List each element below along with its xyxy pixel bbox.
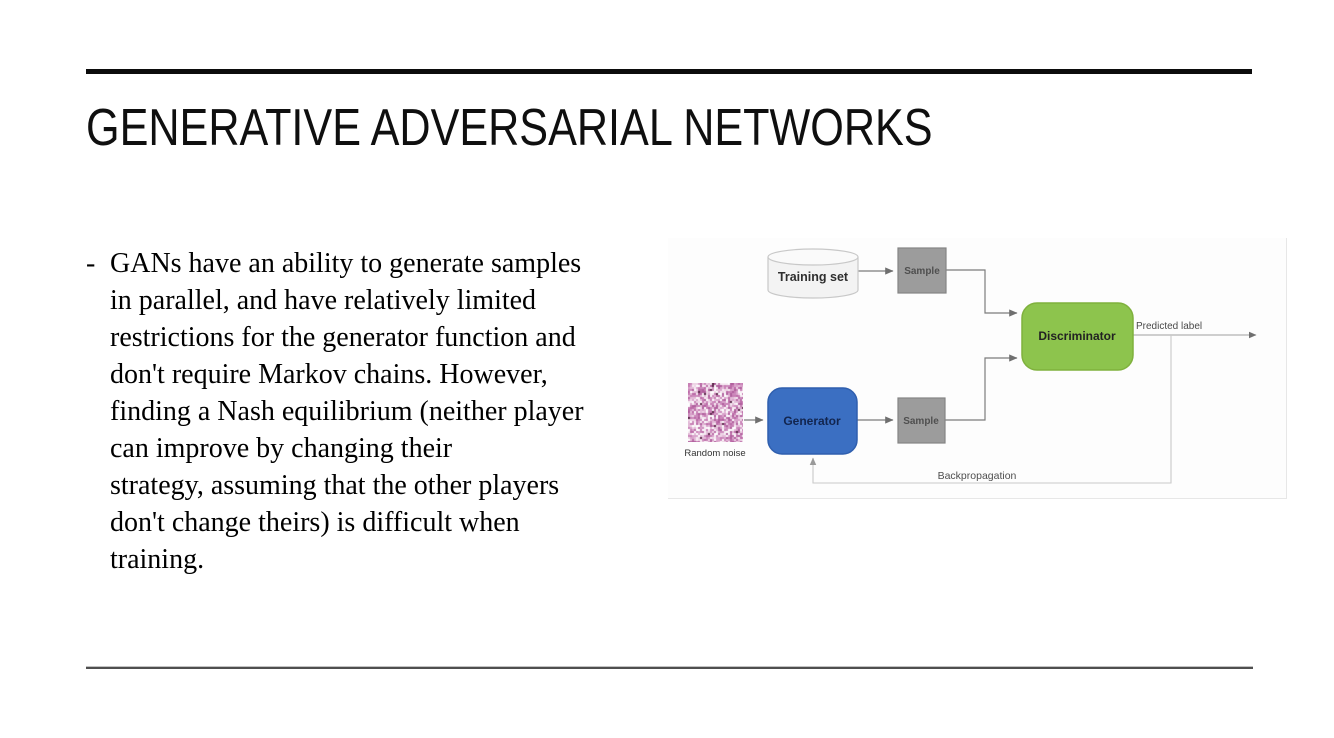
discriminator-label: Discriminator [1038,329,1116,343]
arrow-sample-to-discriminator-top [946,270,1017,313]
sample-bottom-node: Sample [898,398,945,443]
generator-label: Generator [783,414,841,428]
gan-diagram-svg: Training set Sample Discriminator Predic… [668,238,1286,498]
arrow-sample-to-discriminator-bottom [945,358,1017,420]
bullet-item: - GANs have an ability to generate sampl… [86,245,646,578]
bullet-text: GANs have an ability to generate samples… [110,245,584,578]
predicted-label-text: Predicted label [1136,321,1202,332]
discriminator-node: Discriminator [1022,303,1133,370]
title-rule [86,69,1252,74]
sample-bottom-label: Sample [903,416,939,427]
generator-node: Generator [768,388,857,454]
training-set-label: Training set [778,270,849,284]
backpropagation-label: Backpropagation [938,470,1017,482]
sample-top-label: Sample [904,266,940,277]
slide-title: GENERATIVE ADVERSARIAL NETWORKS [86,100,933,157]
footer-rule [86,666,1253,669]
gan-diagram: Training set Sample Discriminator Predic… [668,238,1287,499]
random-noise-label: Random noise [684,448,745,459]
cylinder-top [768,249,858,265]
bullet-marker: - [86,245,110,578]
sample-top-node: Sample [898,248,946,293]
training-set-node: Training set [768,249,858,298]
